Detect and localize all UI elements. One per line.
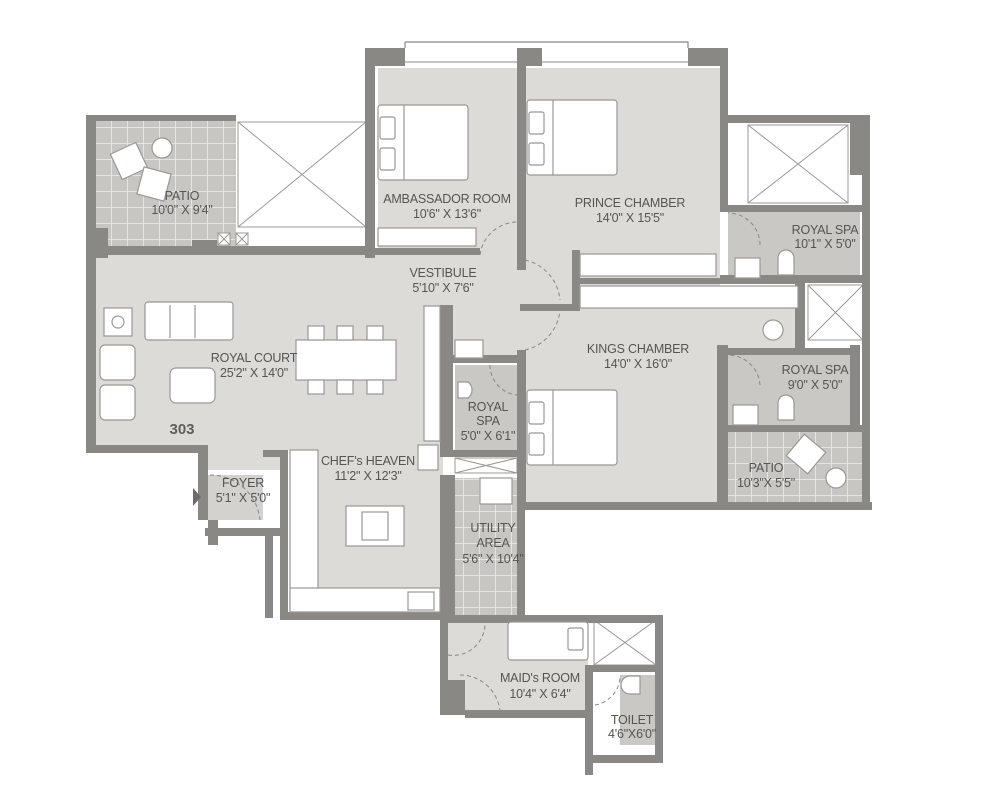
foyer-name: FOYER — [222, 476, 264, 490]
duct-boxes — [217, 121, 864, 666]
royal-spa-2-size: 9'0" X 5'0" — [788, 378, 843, 392]
foyer-size: 5'1" X 5'0" — [216, 491, 271, 505]
royal-court-size: 25'2" X 14'0" — [220, 366, 288, 380]
prince-chamber-name: PRINCE CHAMBER — [575, 196, 686, 210]
toilet-size: 4'6"X6'0" — [608, 727, 656, 741]
patio-2-name: PATIO — [749, 461, 784, 475]
chefs-heaven-name: CHEF's HEAVEN — [321, 454, 415, 468]
maids-room-size: 10'4" X 6'4" — [509, 687, 570, 701]
royal-court-name: ROYAL COURT — [211, 351, 298, 365]
kings-chamber-name: KINGS CHAMBER — [587, 342, 689, 356]
chefs-heaven-size: 11'2" X 12'3" — [334, 469, 401, 483]
ambassador-room-name: AMBASSADOR ROOM — [383, 192, 511, 206]
utility-area-name2: AREA — [476, 536, 510, 550]
royal-spa-3-name2: SPA — [476, 414, 500, 428]
patio-1-name: PATIO — [165, 189, 200, 203]
toilet-name: TOILET — [611, 713, 654, 727]
room-labels: PATIO 10'0" X 9'4" AMBASSADOR ROOM 10'6"… — [151, 189, 859, 741]
royal-spa-1-name: ROYAL SPA — [792, 223, 860, 237]
door-swings — [209, 212, 761, 713]
utility-area-name: UTILITY — [470, 521, 516, 535]
walls — [86, 48, 872, 775]
furniture — [99, 99, 847, 695]
royal-spa-2-name: ROYAL SPA — [782, 363, 850, 377]
window-line — [404, 41, 689, 48]
royal-spa-3-name: ROYAL — [468, 400, 509, 414]
royal-spa-1-size: 10'1" X 5'0" — [794, 237, 855, 251]
kings-chamber-size: 14'0" X 16'0" — [604, 357, 672, 371]
unit-number: 303 — [169, 421, 194, 438]
entry-arrow-icon — [193, 488, 201, 506]
ambassador-room-size: 10'6" X 13'6" — [413, 207, 481, 221]
patio-1-size: 10'0" X 9'4" — [151, 203, 212, 217]
vestibule-name: VESTIBULE — [410, 266, 477, 280]
vestibule-size: 5'10" X 7'6" — [412, 281, 473, 295]
maids-room-name: MAID's ROOM — [500, 671, 580, 685]
royal-spa-3-size: 5'0" X 6'1" — [461, 429, 516, 443]
patio-2-size: 10'3"X 5'5" — [737, 476, 795, 490]
utility-area-size: 5'6" X 10'4" — [462, 552, 523, 566]
prince-chamber-size: 14'0" X 15'5" — [596, 211, 664, 225]
